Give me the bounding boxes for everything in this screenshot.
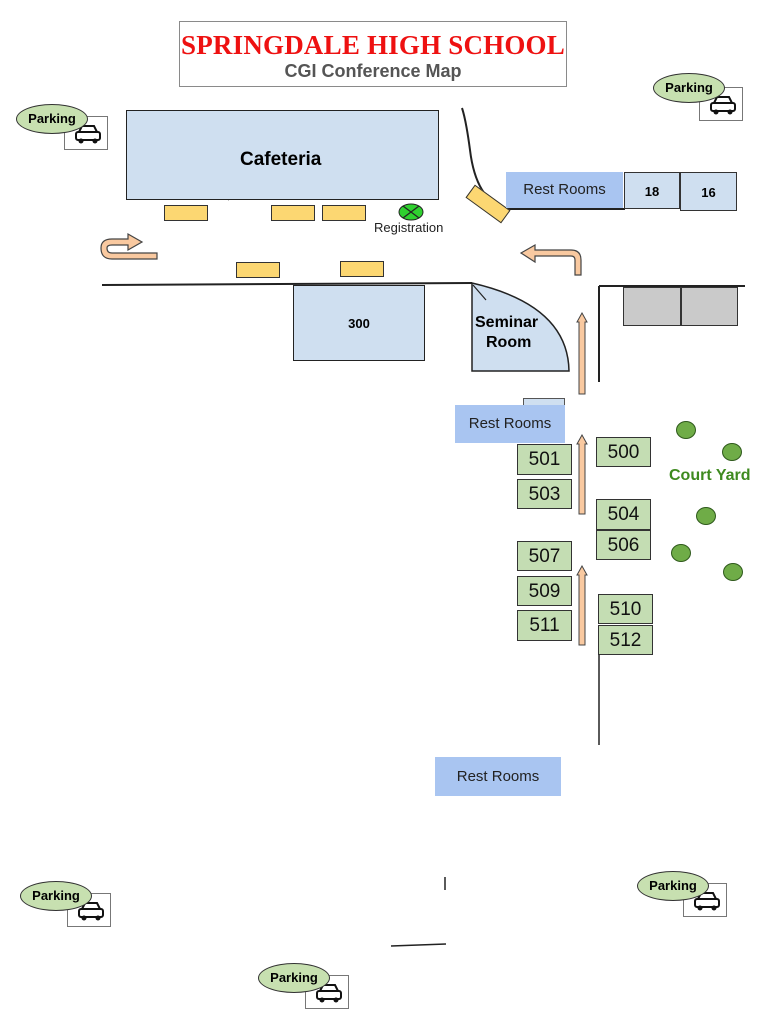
car-icon [78, 902, 104, 921]
parking-bottom-right[interactable]: Parking [637, 871, 709, 901]
room-503[interactable]: 503 [517, 479, 572, 509]
cafeteria-label: Cafeteria [240, 149, 322, 170]
court-yard-label: Court Yard [669, 467, 751, 484]
tree-icon [723, 563, 743, 581]
direction-arrow-icon [576, 434, 588, 515]
room-506[interactable]: 506 [596, 530, 651, 560]
table [340, 261, 384, 277]
registration-marker-icon[interactable] [397, 202, 425, 222]
tree-icon [676, 421, 696, 439]
direction-arrow-icon [576, 312, 588, 395]
gray-room [623, 287, 681, 326]
direction-arrow-icon [576, 565, 588, 646]
seminar-room-shape [471, 282, 570, 372]
seminar-room-label-line2: Room [486, 334, 532, 351]
room-16[interactable]: 16 [680, 172, 737, 211]
cafeteria-building[interactable]: Cafeteria [126, 110, 439, 200]
corridor-wall [101, 282, 473, 286]
parking-bottom-left[interactable]: Parking [20, 881, 92, 911]
room-510[interactable]: 510 [598, 594, 653, 624]
rest-rooms-top[interactable]: Rest Rooms [506, 172, 623, 208]
school-name: SPRINGDALE HIGH SCHOOL [181, 30, 565, 60]
car-icon [710, 96, 736, 115]
room-500[interactable]: 500 [596, 437, 651, 467]
room-18[interactable]: 18 [624, 172, 680, 209]
car-icon [694, 892, 720, 911]
tree-icon [671, 544, 691, 562]
parking-bottom-center[interactable]: Parking [258, 963, 330, 993]
parking-top-right[interactable]: Parking [653, 73, 725, 103]
rest-rooms-middle[interactable]: Rest Rooms [455, 405, 565, 443]
room-501[interactable]: 501 [517, 444, 572, 475]
room-300-label: 300 [348, 316, 370, 331]
rest-rooms-bottom[interactable]: Rest Rooms [435, 757, 561, 796]
car-icon [75, 125, 101, 144]
room-511[interactable]: 511 [517, 610, 572, 641]
table [322, 205, 366, 221]
table [271, 205, 315, 221]
parking-top-left[interactable]: Parking [16, 104, 88, 134]
small-line [390, 943, 447, 947]
direction-arrow-icon [100, 232, 158, 260]
tree-icon [722, 443, 742, 461]
room-507[interactable]: 507 [517, 541, 572, 571]
room-300[interactable]: 300 [293, 285, 425, 361]
map-subtitle: CGI Conference Map [284, 61, 462, 81]
direction-arrow-icon [519, 243, 582, 276]
seminar-room-label-line1: Seminar [475, 314, 539, 331]
room-512[interactable]: 512 [598, 625, 653, 655]
tree-icon [696, 507, 716, 525]
map-title-box: SPRINGDALE HIGH SCHOOL CGI Conference Ma… [179, 21, 567, 87]
table [164, 205, 208, 221]
registration-label: Registration [374, 220, 444, 235]
seminar-room-label[interactable]: Seminar Room [475, 313, 538, 353]
gray-room [681, 287, 738, 326]
table [236, 262, 280, 278]
room-504[interactable]: 504 [596, 499, 651, 530]
room-509[interactable]: 509 [517, 576, 572, 606]
car-icon [316, 984, 342, 1003]
